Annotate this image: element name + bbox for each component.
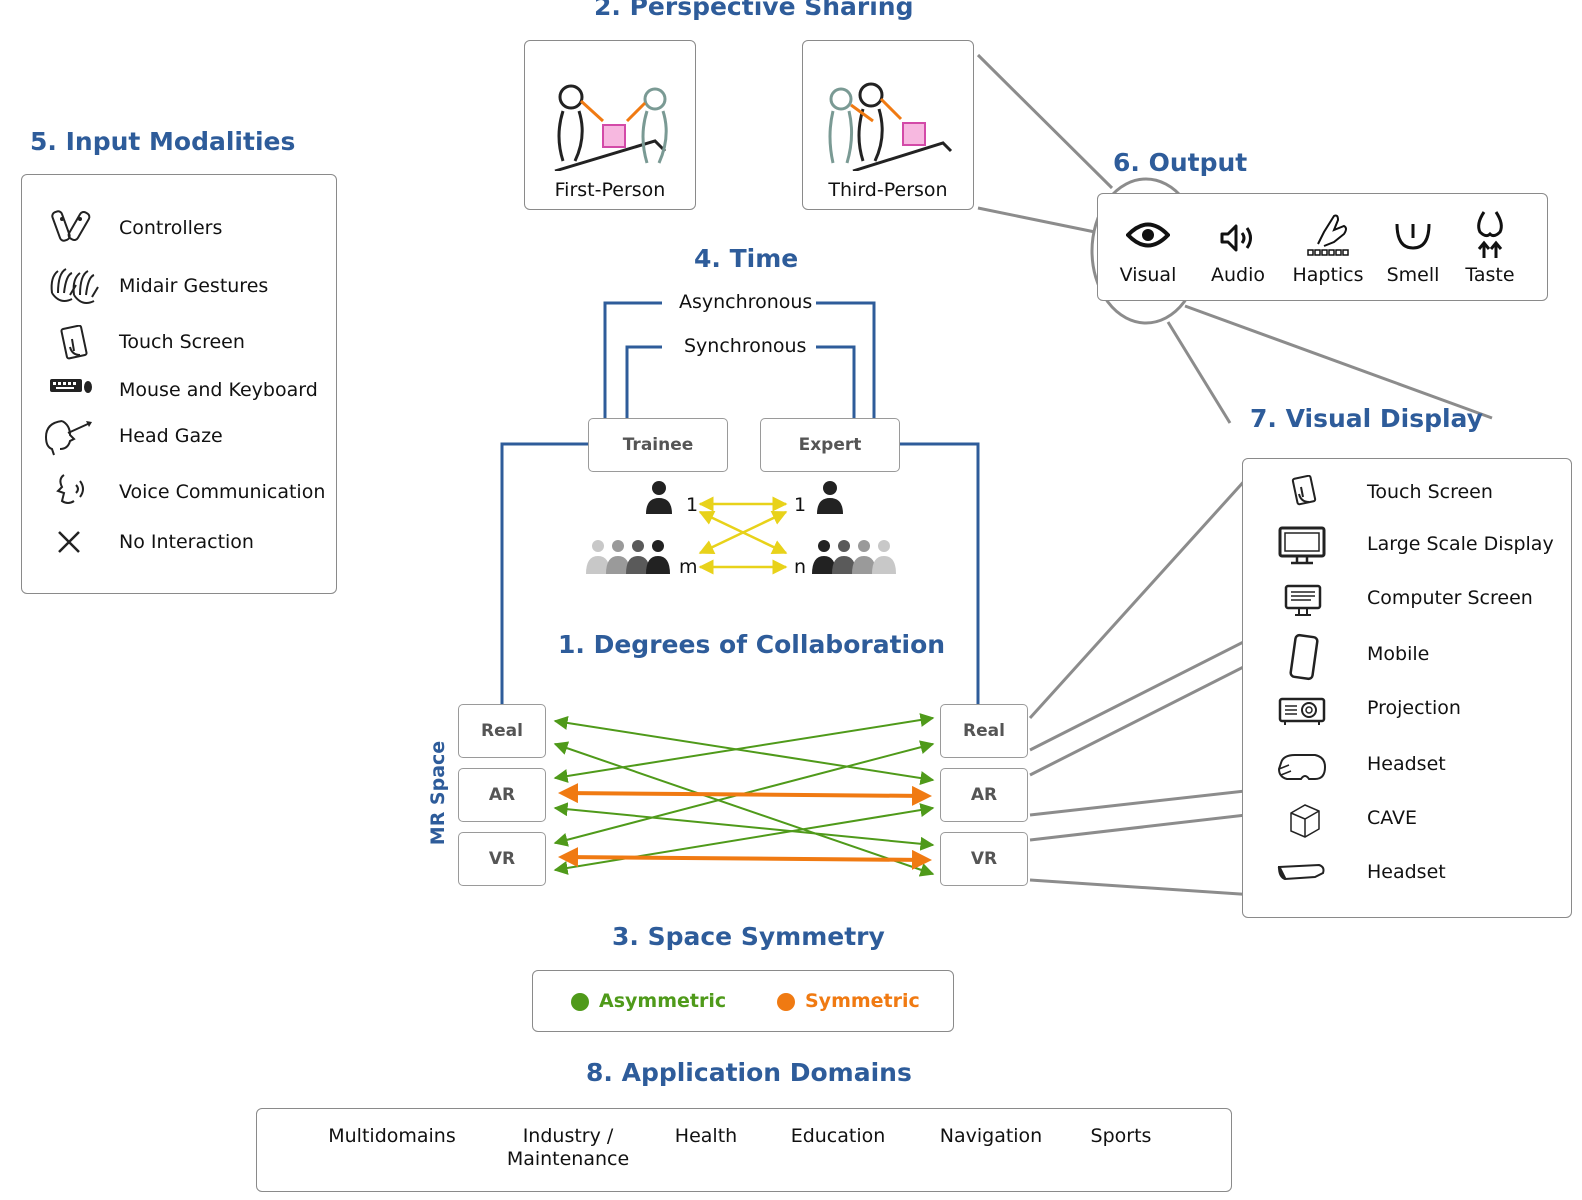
ar-glasses-icon <box>1277 863 1325 881</box>
display-label: Large Scale Display <box>1367 533 1554 555</box>
symmetric-arrows <box>558 783 932 870</box>
output-label: Audio <box>1210 264 1265 286</box>
computer-screen-icon <box>1284 584 1322 616</box>
voice-icon <box>56 474 84 504</box>
input-label: Head Gaze <box>119 425 223 447</box>
input-label: No Interaction <box>119 531 254 553</box>
mr-right-real: Real <box>940 704 1028 758</box>
domain-item: Education <box>790 1125 886 1147</box>
mr-right-vr: VR <box>940 832 1028 886</box>
x-icon <box>58 531 80 553</box>
symmetric-dot <box>777 993 795 1011</box>
collaboration-title: 1. Degrees of Collaboration <box>558 630 946 659</box>
monitor-icon <box>1278 526 1326 565</box>
display-label: Touch Screen <box>1367 481 1493 503</box>
display-label: Computer Screen <box>1367 587 1533 609</box>
group-people-icon <box>812 540 896 574</box>
mr-right-ar: AR <box>940 768 1028 822</box>
output-label: Visual <box>1119 264 1177 286</box>
first-person-label: First-Person <box>554 179 666 201</box>
output-panel: Visual Audio Haptics Smell Taste <box>1097 193 1548 301</box>
mr-left-vr: VR <box>458 832 546 886</box>
symmetry-title: 3. Space Symmetry <box>612 922 885 951</box>
visual-display-leader-lines <box>1166 304 1493 424</box>
input-label: Voice Communication <box>119 481 326 503</box>
domain-item: Navigation <box>939 1125 1043 1147</box>
display-label: Headset <box>1367 753 1446 775</box>
input-label: Touch Screen <box>119 331 245 353</box>
mobile-icon <box>1289 633 1319 681</box>
display-label: CAVE <box>1367 807 1418 829</box>
mr-left-ar: AR <box>458 768 546 822</box>
domain-item: Sports <box>1090 1125 1152 1147</box>
controllers-icon <box>51 210 91 242</box>
third-person-illustration-icon <box>828 82 953 171</box>
hand-gestures-icon <box>50 268 99 304</box>
time-title: 4. Time <box>694 244 799 273</box>
single-person-icon <box>817 481 843 514</box>
symmetric-label: Symmetric <box>805 990 920 1012</box>
perspective-leader-lines <box>976 53 1114 234</box>
tongue-icon <box>1477 211 1503 258</box>
haptics-hand-icon <box>1307 214 1349 256</box>
input-label: Midair Gestures <box>119 275 269 297</box>
asymmetric-label: Asymmetric <box>599 990 727 1012</box>
third-person-card: Third-Person <box>802 40 974 210</box>
asymmetric-dot <box>571 993 589 1011</box>
speaker-icon <box>1220 224 1252 252</box>
output-label: Smell <box>1386 264 1440 286</box>
expert-box: Expert <box>760 418 900 472</box>
tablet-icon <box>1291 475 1317 506</box>
output-label: Haptics <box>1292 264 1364 286</box>
display-label: Mobile <box>1367 643 1430 665</box>
keyboard-mouse-icon <box>50 379 92 393</box>
n-label: n <box>794 556 807 578</box>
nose-icon <box>1395 223 1431 250</box>
domains-title: 8. Application Domains <box>586 1058 912 1087</box>
input-label: Mouse and Keyboard <box>119 379 318 401</box>
trainee-box: Trainee <box>588 418 728 472</box>
mr-space-axis-label: MR Space <box>427 740 449 846</box>
time-asynchronous: Asynchronous <box>679 291 813 313</box>
first-person-illustration-icon <box>554 84 668 171</box>
one-right-label: 1 <box>794 494 807 516</box>
one-left-label: 1 <box>686 494 699 516</box>
mr-left-real: Real <box>458 704 546 758</box>
group-people-icon <box>586 540 670 574</box>
domain-item: Multidomains <box>328 1125 456 1147</box>
head-gaze-icon <box>44 420 92 456</box>
domain-item: Industry / Maintenance <box>506 1125 630 1170</box>
input-label: Controllers <box>119 217 223 239</box>
time-brackets <box>500 301 980 704</box>
domains-panel: Multidomains Industry / Maintenance Heal… <box>256 1108 1232 1192</box>
output-title: 6. Output <box>1113 148 1248 177</box>
display-label: Projection <box>1367 697 1461 719</box>
eye-icon <box>1126 222 1170 248</box>
m-label: m <box>679 556 698 578</box>
domain-item: Health <box>674 1125 738 1147</box>
time-synchronous: Synchronous <box>684 335 807 357</box>
vr-headset-icon <box>1277 754 1327 780</box>
single-person-icon <box>646 481 672 514</box>
third-person-label: Third-Person <box>828 179 948 201</box>
symmetry-legend: Asymmetric Symmetric <box>532 970 954 1032</box>
role-arrows <box>698 496 788 575</box>
display-label: Headset <box>1367 861 1446 883</box>
projector-icon <box>1278 697 1326 725</box>
first-person-card: First-Person <box>524 40 696 210</box>
touch-screen-icon <box>60 325 88 360</box>
cube-icon <box>1290 804 1320 838</box>
visual-display-panel: Touch Screen Large Scale Display Compute… <box>1242 458 1572 918</box>
mr-to-display-lines <box>1028 476 1278 898</box>
input-modalities-panel: Controllers Midair Gestures Touch Screen… <box>21 174 337 594</box>
input-title: 5. Input Modalities <box>30 127 296 156</box>
perspective-title: 2. Perspective Sharing <box>594 0 914 21</box>
visual-display-title: 7. Visual Display <box>1250 404 1483 433</box>
output-label: Taste <box>1465 264 1515 286</box>
